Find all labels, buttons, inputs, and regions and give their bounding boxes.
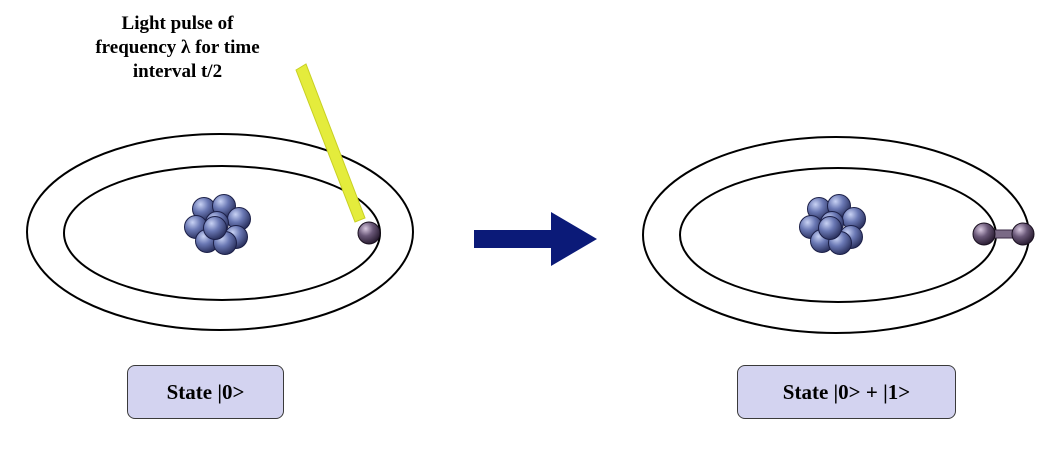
- electron-left: [357, 221, 381, 245]
- outer-orbit-left: [26, 133, 414, 331]
- state-0-label-box: State |0>: [127, 365, 284, 419]
- state-superposition-label-box: State |0> + |1>: [737, 365, 956, 419]
- caption-line-2: frequency λ for time: [95, 37, 260, 58]
- nucleon: [818, 216, 842, 240]
- electron-state-1: [1011, 222, 1035, 246]
- light-pulse-beam: [295, 63, 366, 223]
- atom-left: [26, 133, 414, 331]
- nucleus-right: [799, 194, 866, 255]
- nucleus-left: [184, 194, 251, 255]
- atom-right: [642, 136, 1035, 334]
- nucleon: [203, 216, 227, 240]
- transition-arrow: [474, 212, 597, 266]
- electron-state-0: [972, 222, 996, 246]
- caption-line-3: interval t/2: [132, 61, 223, 82]
- light-pulse-caption: Light pulse of frequency λ for time inte…: [70, 12, 285, 84]
- caption-line-1: Light pulse of: [121, 13, 234, 34]
